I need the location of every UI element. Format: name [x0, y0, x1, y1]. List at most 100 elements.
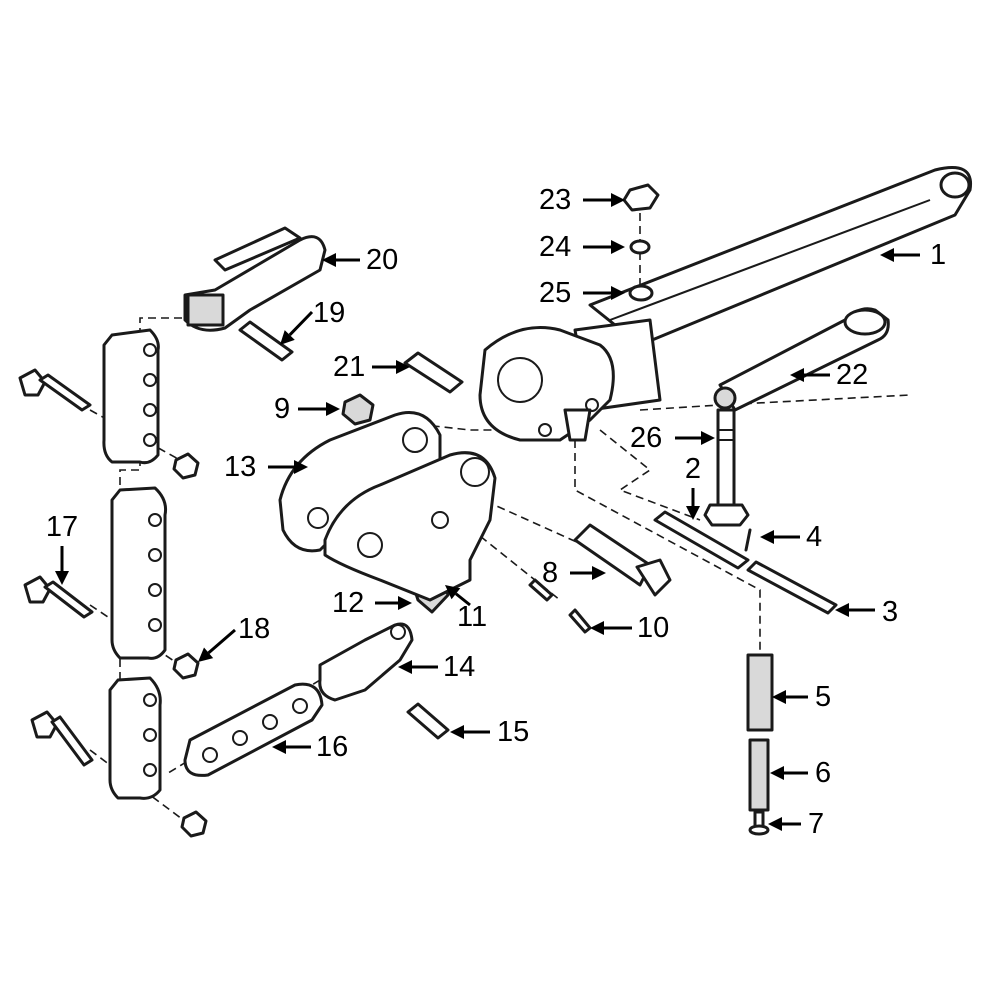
callout-number: 26 — [630, 422, 662, 454]
callout-number: 15 — [497, 716, 529, 748]
callout-number: 2 — [685, 453, 701, 485]
part-26-bolt — [703, 408, 750, 527]
callout-arrowhead — [326, 402, 340, 416]
callout-number: 22 — [836, 359, 868, 391]
part-4-cotter-pin — [744, 528, 752, 552]
callout-arrowhead — [450, 725, 464, 739]
callout-11: 11 — [445, 585, 487, 633]
callout-17: 17 — [46, 511, 78, 585]
part-5-spring — [746, 653, 774, 732]
callout-arrowhead — [592, 566, 606, 580]
callout-arrowhead — [198, 647, 214, 662]
part-13-side-plate-assembly — [278, 411, 497, 602]
callout-number: 4 — [806, 521, 822, 553]
part-7-screw — [748, 810, 770, 836]
callout-7: 7 — [768, 808, 824, 840]
callout-23: 23 — [539, 184, 625, 216]
callout-arrowhead — [835, 603, 849, 617]
part-10-roll-pin — [568, 608, 592, 634]
frame-body — [478, 326, 615, 442]
callout-arrowhead — [880, 248, 894, 262]
callout-16: 16 — [272, 731, 348, 763]
part-11-pin — [528, 578, 554, 602]
callout-number: 11 — [457, 601, 487, 633]
part-9-nut — [341, 393, 375, 426]
callout-4: 4 — [760, 521, 822, 553]
part-6-spring — [748, 738, 770, 812]
part-19-pin — [238, 320, 294, 362]
callout-arrowhead — [760, 530, 774, 544]
callout-12: 12 — [332, 587, 412, 619]
callout-number: 1 — [930, 239, 946, 271]
callout-arrowhead — [770, 766, 784, 780]
part-15-pin — [406, 702, 450, 740]
callout-number: 20 — [366, 244, 398, 276]
callout-8: 8 — [542, 557, 606, 589]
callout-number: 6 — [815, 757, 831, 789]
callout-arrowhead — [445, 585, 461, 600]
callout-number: 18 — [238, 613, 270, 645]
callout-arrowhead — [398, 660, 412, 674]
callout-arrowhead — [280, 330, 295, 345]
callout-21: 21 — [333, 351, 410, 383]
part-14-end-link — [318, 622, 414, 702]
callout-number: 23 — [539, 184, 571, 216]
callout-arrowhead — [790, 368, 804, 382]
callout-arrowhead — [294, 460, 308, 474]
callout-arrowhead — [611, 193, 625, 207]
callout-number: 12 — [332, 587, 364, 619]
callout-2: 2 — [685, 453, 701, 520]
callout-arrowhead — [768, 817, 782, 831]
callout-25: 25 — [539, 277, 625, 309]
callout-arrowhead — [55, 571, 69, 585]
part-25-flat-washer — [628, 284, 654, 302]
callout-arrowhead — [701, 431, 715, 445]
callout-3: 3 — [835, 596, 898, 628]
part-2-sleeve — [653, 510, 750, 570]
part-16-chain-segment — [183, 682, 324, 777]
callout-leader-line — [454, 592, 471, 607]
callout-15: 15 — [450, 716, 529, 748]
callout-26: 26 — [630, 422, 715, 454]
callout-number: 17 — [46, 511, 78, 543]
callout-leader-line — [207, 628, 236, 654]
callout-1: 1 — [880, 239, 946, 271]
callout-number: 9 — [274, 393, 290, 425]
callout-24: 24 — [539, 231, 625, 263]
callout-leader-line — [288, 310, 314, 336]
callout-13: 13 — [224, 451, 308, 483]
callout-6: 6 — [770, 757, 831, 789]
callout-arrowhead — [272, 740, 286, 754]
part-18-nuts — [172, 452, 208, 838]
callout-number: 5 — [815, 681, 831, 713]
callout-number: 19 — [313, 297, 345, 329]
callout-10: 10 — [590, 612, 669, 644]
part-22-link-handle — [713, 307, 890, 412]
callout-arrowhead — [772, 690, 786, 704]
part-8-shoulder-bolt — [573, 523, 672, 597]
callout-number: 10 — [637, 612, 669, 644]
callout-number: 16 — [316, 731, 348, 763]
callout-22: 22 — [790, 359, 868, 391]
callout-5: 5 — [772, 681, 831, 713]
callout-number: 24 — [539, 231, 571, 263]
callout-19: 19 — [280, 297, 345, 345]
chain-stack-lower — [108, 676, 162, 800]
callout-arrowhead — [322, 253, 336, 267]
part-21-pin — [403, 351, 464, 394]
callout-number: 21 — [333, 351, 365, 383]
callout-arrowhead — [611, 240, 625, 254]
callout-number: 25 — [539, 277, 571, 309]
part-17-bolts — [18, 368, 94, 767]
callout-number: 14 — [443, 651, 475, 683]
callout-number: 3 — [882, 596, 898, 628]
callout-number: 7 — [808, 808, 824, 840]
callout-20: 20 — [322, 244, 398, 276]
callout-18: 18 — [198, 613, 270, 662]
callout-arrowhead — [611, 286, 625, 300]
part-20-yoke — [183, 226, 327, 332]
part-3-long-pin — [746, 560, 838, 615]
callout-number: 13 — [224, 451, 256, 483]
callout-9: 9 — [274, 393, 340, 425]
